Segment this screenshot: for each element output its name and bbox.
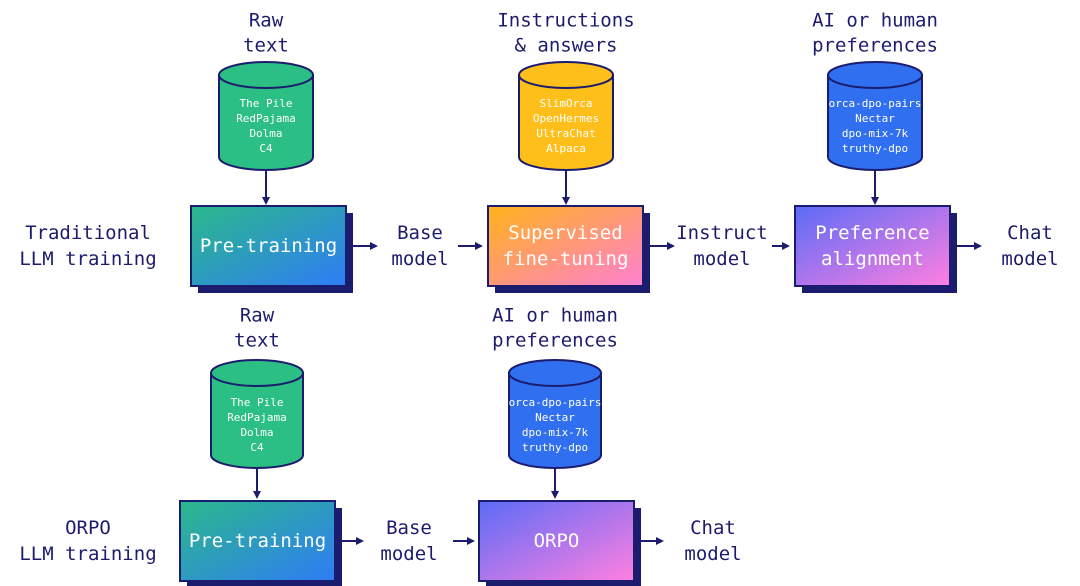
dataset-item: Dolma: [240, 426, 273, 439]
cylinder-body: [508, 372, 602, 469]
output-label: Chat: [1007, 222, 1053, 244]
stage-box: Pre-training: [179, 500, 342, 586]
dataset-item: C4: [250, 441, 264, 454]
dataset-item: OpenHermes: [533, 112, 599, 125]
dataset-title: & answers: [515, 35, 618, 57]
stage-label: Preference: [815, 222, 929, 244]
output-label: model: [1001, 248, 1058, 270]
output-label: Base: [397, 222, 443, 244]
output-label: model: [380, 543, 437, 565]
dataset-item: The Pile: [231, 396, 284, 409]
dataset-item: dpo-mix-7k: [842, 127, 909, 140]
stage-label: Pre-training: [200, 235, 337, 257]
dataset-title: Instructions: [497, 10, 634, 32]
output-label: model: [391, 248, 448, 270]
dataset-title: preferences: [812, 35, 938, 57]
cylinder-top: [218, 61, 314, 89]
stage-box: Supervised fine-tuning: [487, 205, 650, 293]
stage-box: Pre-training: [190, 205, 353, 293]
cylinder-body: [218, 74, 314, 171]
output-label: Base: [386, 517, 432, 539]
dataset-title: AI or human: [492, 305, 618, 327]
dataset-item: truthy-dpo: [522, 441, 588, 454]
dataset-item: Nectar: [535, 411, 575, 424]
dataset-title: text: [243, 35, 289, 57]
dataset-title: Raw: [240, 305, 275, 327]
box-face: [794, 205, 951, 287]
dataset-title: preferences: [492, 330, 618, 352]
cylinder-body: [827, 74, 923, 171]
output-label: Instruct: [676, 222, 768, 244]
cylinder-body: [518, 74, 614, 171]
output-label: Chat: [690, 517, 736, 539]
cylinder-body: [210, 372, 304, 469]
dataset-item: orca-dpo-pairs: [509, 396, 602, 409]
dataset-item: SlimOrca: [540, 97, 593, 110]
dataset-item: truthy-dpo: [842, 142, 908, 155]
row-label-orpo: ORPO: [65, 517, 111, 539]
dataset-item: RedPajama: [236, 112, 296, 125]
output-label: model: [684, 543, 741, 565]
dataset-item: UltraChat: [536, 127, 596, 140]
box-face: [190, 205, 347, 287]
dataset-item: C4: [259, 142, 273, 155]
box-face: [179, 500, 336, 582]
stage-label: ORPO: [534, 530, 580, 552]
cylinder-top: [827, 61, 923, 89]
box-face: [478, 500, 635, 582]
dataset-item: Nectar: [855, 112, 895, 125]
dataset-item: The Pile: [240, 97, 293, 110]
row-label-traditional: Traditional: [25, 222, 151, 244]
output-label: model: [693, 248, 750, 270]
stage-label: fine-tuning: [503, 248, 629, 270]
dataset-item: RedPajama: [227, 411, 287, 424]
dataset-item: dpo-mix-7k: [522, 426, 589, 439]
dataset-item: Alpaca: [546, 142, 586, 155]
stage-label: Pre-training: [189, 530, 326, 552]
dataset-item: orca-dpo-pairs: [829, 97, 922, 110]
stage-label: Supervised: [508, 222, 622, 244]
cylinder-top: [518, 61, 614, 89]
cylinder-top: [508, 359, 602, 387]
box-face: [487, 205, 644, 287]
dataset-item: Dolma: [249, 127, 282, 140]
stage-box: Preference alignment: [794, 205, 957, 293]
stage-box: ORPO: [478, 500, 641, 586]
stage-label: alignment: [821, 248, 924, 270]
dataset-title: Raw: [249, 10, 284, 32]
dataset-title: text: [234, 330, 280, 352]
dataset-title: AI or human: [812, 10, 938, 32]
row-label-orpo: LLM training: [19, 543, 156, 565]
cylinder-top: [210, 359, 304, 387]
row-label-traditional: LLM training: [19, 248, 156, 270]
